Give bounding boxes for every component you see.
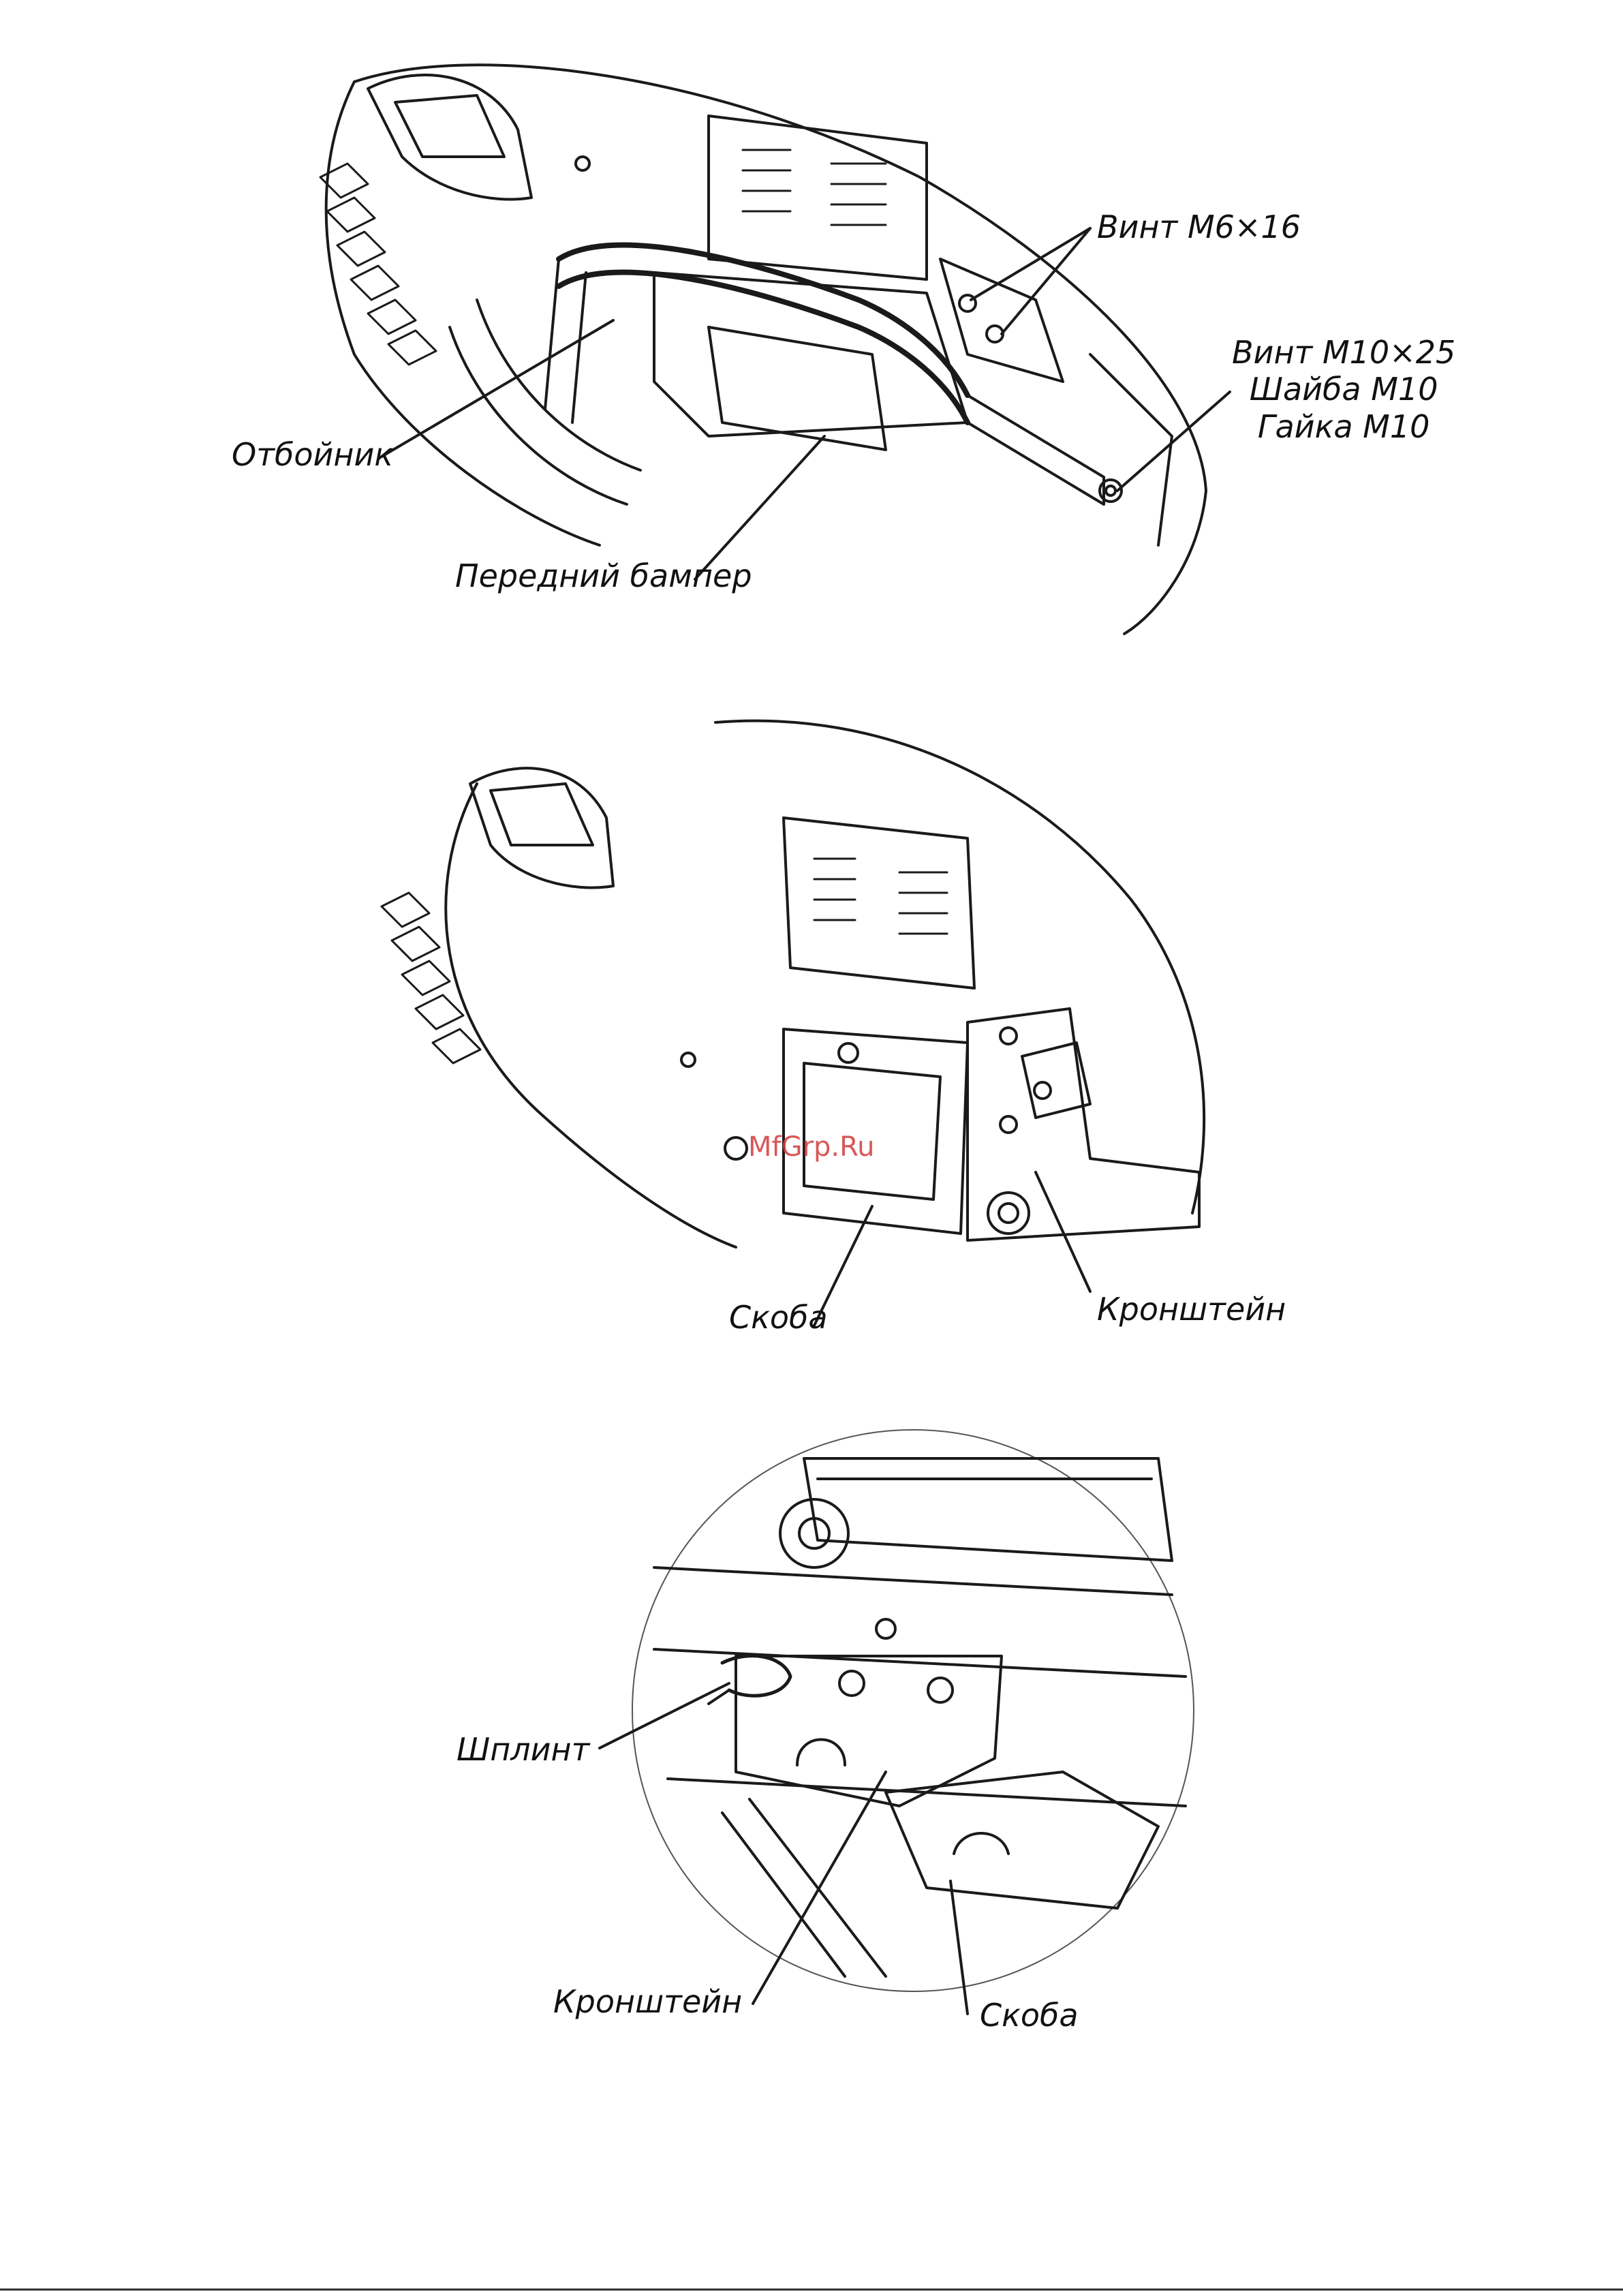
label-vint-m6x16: Винт М6×16 <box>1097 209 1301 245</box>
label-skoba-fig2: Скоба <box>729 1299 828 1336</box>
label-shplint: Шплинт <box>457 1731 589 1768</box>
label-fastener-stack: Винт М10×25 Шайба М10 Гайка М10 <box>1232 334 1455 445</box>
figure1-drawing <box>320 65 1230 634</box>
label-shaiba-m10: Шайба М10 <box>1232 371 1455 408</box>
label-gaika-m10: Гайка М10 <box>1232 408 1455 445</box>
label-otboinik: Отбойник <box>232 436 393 473</box>
page-bottom-rule <box>0 2289 1623 2291</box>
label-kronshtein-fig2: Кронштейн <box>1097 1291 1286 1328</box>
label-vint-m10x25: Винт М10×25 <box>1232 334 1455 371</box>
figure3-drawing <box>600 1430 1194 2014</box>
watermark: MfGrp.Ru <box>748 1131 875 1163</box>
label-perednii-bamper: Передний бампер <box>455 557 752 594</box>
label-kronshtein-fig3: Кронштейн <box>553 1983 742 2020</box>
label-skoba-fig3: Скоба <box>980 1997 1079 2034</box>
figure2-drawing <box>382 721 1204 1326</box>
